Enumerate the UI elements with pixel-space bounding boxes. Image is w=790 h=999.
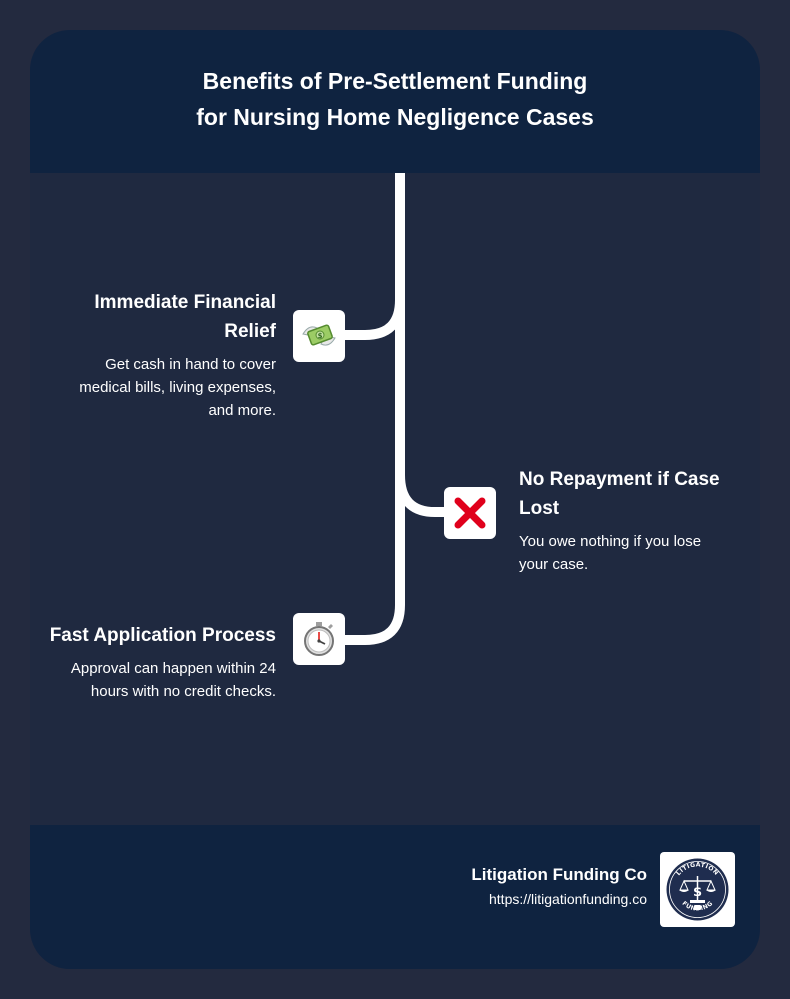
benefit-description: Get cash in hand to cover medical bills,… xyxy=(79,356,276,419)
red-cross-mark-icon-box xyxy=(444,487,496,539)
benefit-heading: Fast Application Process xyxy=(49,625,276,646)
title-line-2: for Nursing Home Negligence Cases xyxy=(196,104,594,130)
svg-text:$: $ xyxy=(693,885,702,900)
page-title: Benefits of Pre-Settlement Funding for N… xyxy=(30,63,760,135)
money-with-wings-icon: $ xyxy=(302,324,336,346)
benefit-heading: No Repayment if Case Lost xyxy=(519,469,720,519)
header: Benefits of Pre-Settlement Funding for N… xyxy=(30,30,760,173)
stopwatch-icon-box xyxy=(293,613,345,665)
stopwatch-icon xyxy=(304,622,334,656)
money-with-wings-icon-box: $ xyxy=(293,310,345,362)
timeline-line xyxy=(345,173,460,645)
benefit-description: Approval can happen within 24 hours with… xyxy=(70,660,276,700)
benefit-heading: Immediate Financial Relief xyxy=(94,292,276,342)
scales-of-justice-dollar-icon: LITIGATION FUNDING $ xyxy=(666,858,729,921)
brand-logo: LITIGATION FUNDING $ xyxy=(660,852,735,927)
title-line-1: Benefits of Pre-Settlement Funding xyxy=(202,68,588,94)
red-cross-mark-icon xyxy=(454,497,486,529)
benefit-immediate-financial-relief: Immediate Financial Relief Get cash in h… xyxy=(36,288,276,422)
benefit-fast-application: Fast Application Process Approval can ha… xyxy=(30,621,276,703)
brand-name: Litigation Funding Co xyxy=(471,865,647,884)
brand-url-link[interactable]: https://litigationfunding.co xyxy=(489,891,647,907)
benefit-description: You owe nothing if you lose your case. xyxy=(519,533,702,573)
infographic-card: Benefits of Pre-Settlement Funding for N… xyxy=(30,30,760,969)
svg-text:$: $ xyxy=(318,332,323,340)
benefit-no-repayment: No Repayment if Case Lost You owe nothin… xyxy=(519,465,749,576)
footer: Litigation Funding Co https://litigation… xyxy=(30,825,760,969)
